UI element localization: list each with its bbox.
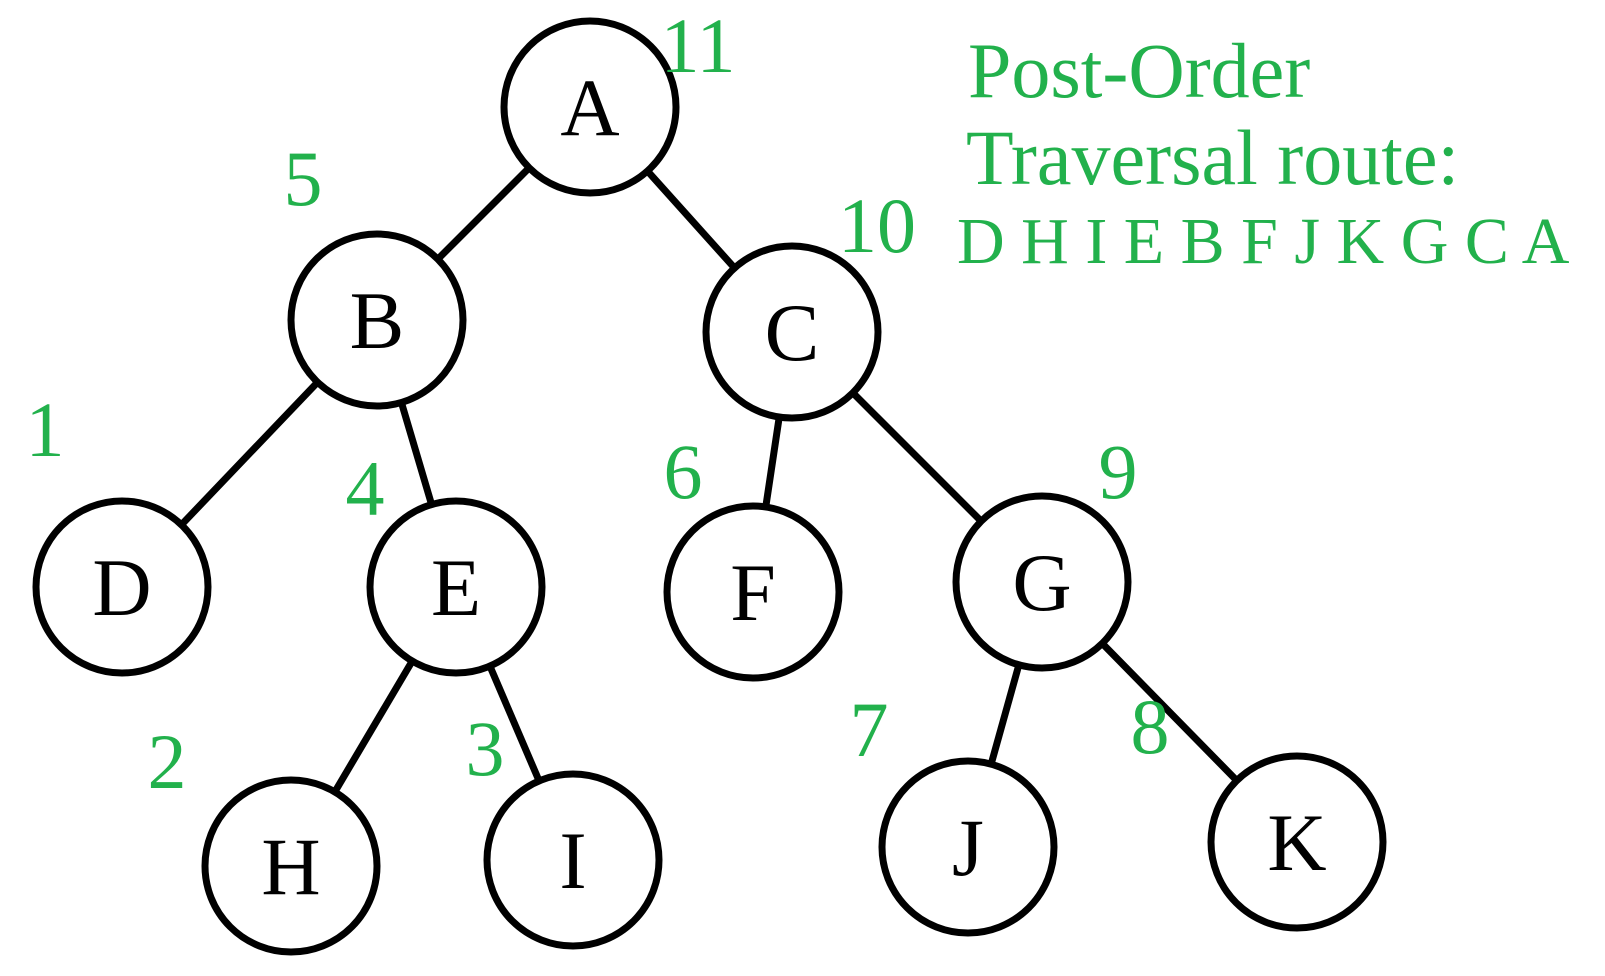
node-circle-F [663,502,843,682]
node-circle-A [500,17,680,197]
order-number-K: 8 [1131,683,1170,770]
heading-line-2: Traversal route: [966,114,1459,201]
traversal-route-text: D H I E B F J K G C A [957,205,1570,278]
node-circle-E [366,497,546,677]
node-label-H: H [261,821,320,912]
order-number-H: 2 [148,718,187,805]
node-label-G: G [1012,537,1071,628]
node-label-A: A [560,62,619,153]
order-number-B: 5 [284,135,323,222]
node-circle-D [32,497,212,677]
node-circle-I [483,770,663,950]
order-number-D: 1 [26,386,65,473]
node-label-K: K [1267,797,1326,888]
node-circle-J [878,757,1058,937]
order-number-J: 7 [850,686,889,773]
node-label-B: B [350,275,405,366]
node-label-J: J [952,802,984,893]
heading-line-1: Post-Order [968,27,1310,114]
node-label-I: I [559,815,586,906]
order-number-F: 6 [664,428,703,515]
node-circle-B [287,230,467,410]
order-number-I: 3 [466,705,505,792]
order-number-A: 11 [660,2,735,89]
node-circle-G [952,492,1132,672]
node-label-E: E [431,542,481,633]
node-circle-C [702,242,882,422]
order-number-E: 4 [346,445,385,532]
node-label-C: C [765,287,820,378]
order-numbers-group: 11 5 10 1 4 6 9 2 3 7 8 [26,2,1170,805]
order-number-C: 10 [838,182,916,269]
node-circle-K [1207,752,1387,932]
tree-nodes-group: A B C D E F G H I J K [32,17,1387,956]
node-circle-H [201,776,381,956]
order-number-G: 9 [1099,428,1138,515]
node-label-F: F [730,547,776,638]
node-label-D: D [92,542,151,633]
